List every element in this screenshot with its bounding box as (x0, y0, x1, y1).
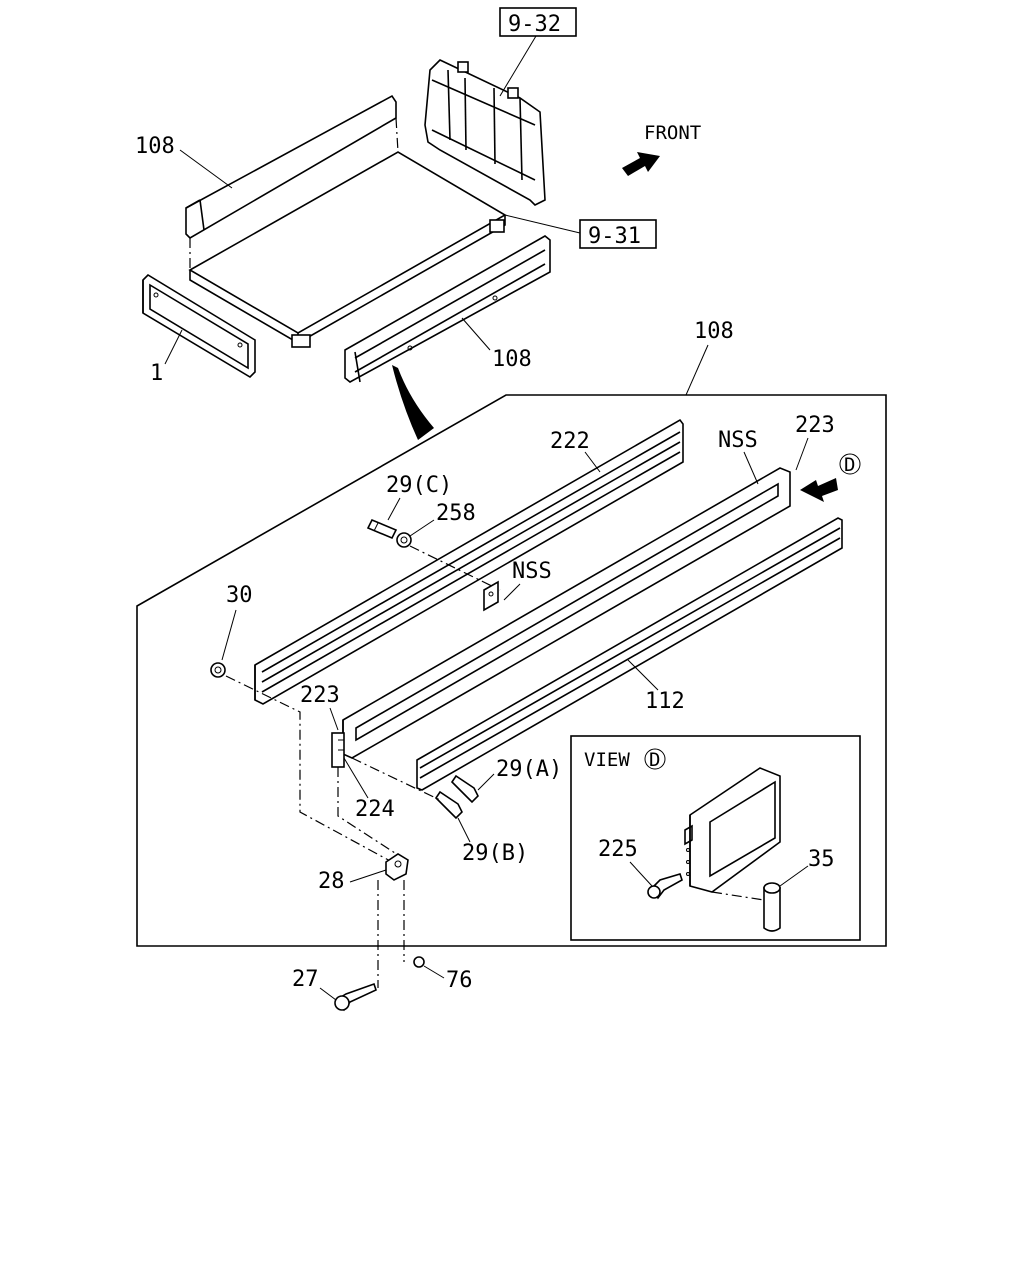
bracket-28 (385, 853, 409, 881)
callout-112: 112 (645, 689, 685, 714)
callout-108-side: 108 (492, 347, 532, 372)
front-label: FRONT (644, 122, 701, 144)
headboard (424, 59, 546, 206)
front-panel (142, 273, 256, 379)
callout-35: 35 (808, 847, 835, 872)
view-d-inset: VIEW D 225 35 (570, 735, 861, 941)
callout-224: 224 (355, 797, 395, 822)
callout-29a: 29(A) (496, 757, 562, 782)
bolt-29a (450, 774, 479, 804)
callout-258: 258 (436, 501, 476, 526)
roller-35 (763, 882, 781, 932)
lower-fasteners: 27 76 (292, 880, 473, 1012)
callout-222: 222 (550, 429, 590, 454)
bolt-225 (647, 873, 683, 900)
callout-28: 28 (318, 869, 345, 894)
callout-76: 76 (446, 968, 473, 993)
callout-30: 30 (226, 583, 253, 608)
callout-29b: 29(B) (462, 841, 528, 866)
rail-112 (416, 517, 843, 791)
view-d-panel (684, 767, 781, 893)
ref-label-9-31: 9-31 (588, 224, 641, 249)
callout-223-low: 223 (300, 683, 340, 708)
callout-223-top: 223 (795, 413, 835, 438)
detail-callout-arrow (392, 365, 434, 440)
detail-frame: 108 222 NSS 223 D (136, 319, 887, 947)
view-d-title-marker: D (649, 749, 660, 771)
side-panel-right (344, 235, 551, 383)
washer-76 (413, 956, 425, 968)
callout-nss-top: NSS (718, 428, 758, 453)
view-d-title-circle (644, 748, 666, 770)
hinge-224 (331, 732, 345, 768)
callout-1: 1 (150, 361, 163, 386)
upper-assembly: 9-32 FRONT 108 (135, 7, 701, 440)
callout-225: 225 (598, 837, 638, 862)
bolt-27 (334, 982, 377, 1012)
bolt-29c (366, 518, 398, 540)
callout-108-detail: 108 (694, 319, 734, 344)
callout-29c: 29(C) (386, 473, 452, 498)
washer-258 (396, 532, 412, 548)
ref-box-9-31 (579, 219, 657, 249)
callout-nss-mid: NSS (512, 559, 552, 584)
nut-30 (210, 662, 226, 678)
front-arrow-icon (622, 152, 660, 176)
ref-label-9-32: 9-32 (508, 12, 561, 37)
view-d-title: VIEW (584, 749, 630, 771)
view-marker-label: D (844, 454, 855, 476)
callout-108-top-left: 108 (135, 134, 175, 159)
ref-box-9-32 (499, 7, 577, 37)
view-d-frame (570, 735, 861, 941)
view-direction-arrow-icon (800, 478, 838, 502)
bolt-29b (434, 790, 463, 820)
rail-222 (254, 418, 684, 705)
view-marker-circle (839, 453, 861, 475)
callout-27: 27 (292, 967, 319, 992)
